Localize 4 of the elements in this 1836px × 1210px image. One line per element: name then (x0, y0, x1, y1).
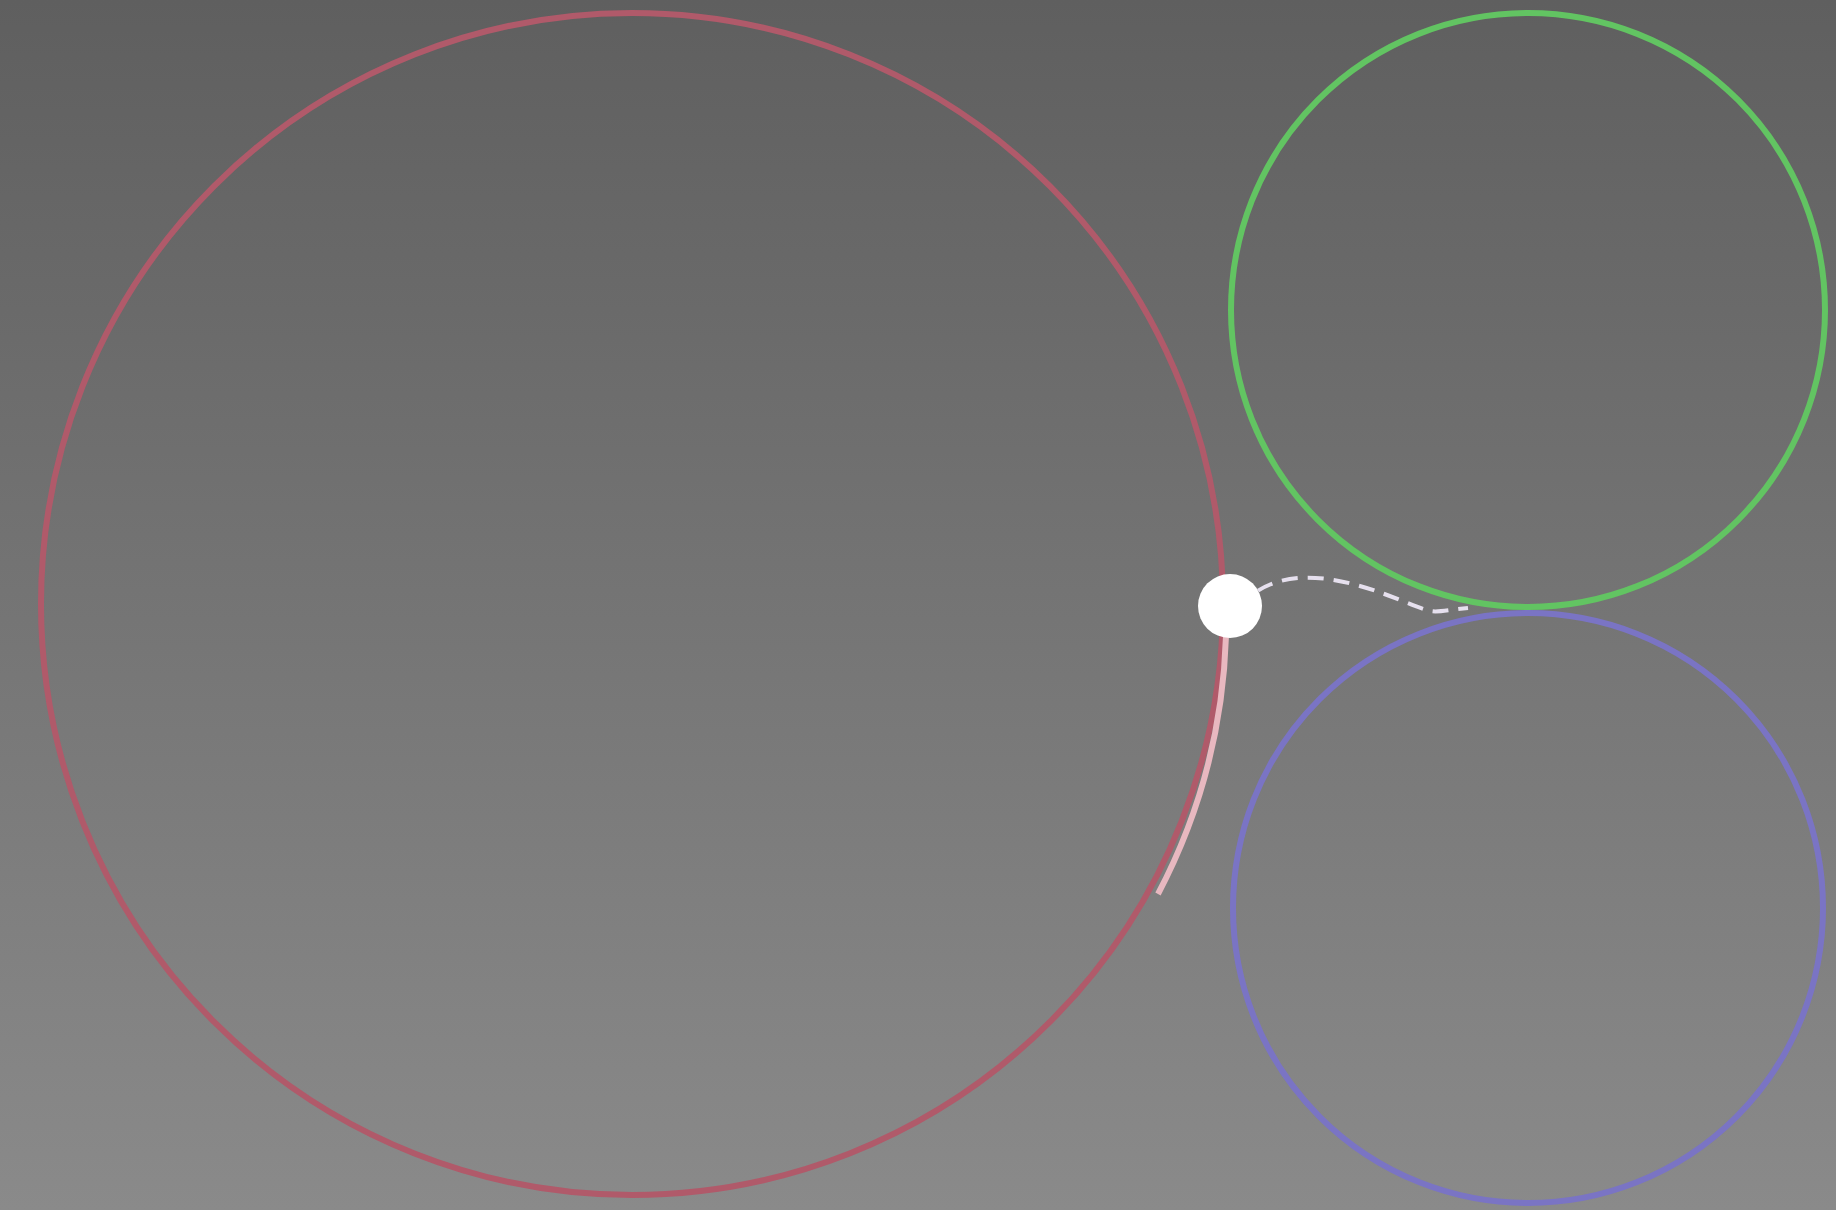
lower-circle (1230, 610, 1826, 1206)
dashed-connector (1257, 575, 1469, 614)
point-dot (1198, 574, 1262, 638)
large-circle (38, 10, 1226, 1198)
